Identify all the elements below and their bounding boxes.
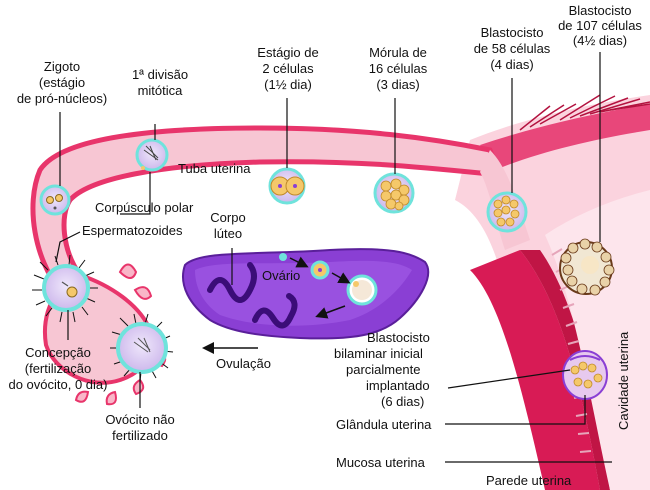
ovulated-follicle-shape xyxy=(252,293,298,329)
label-tube: Tuba uterina xyxy=(178,161,251,176)
first-division-cell xyxy=(135,138,169,172)
label-unfertilized-1: Ovócito não xyxy=(105,412,174,427)
label-sperm: Espermatozoides xyxy=(82,223,183,238)
unfertilized-oocyte xyxy=(110,313,174,383)
label-unfertilized-2: fertilizado xyxy=(112,428,168,443)
label-corpus-luteum-1: Corpo xyxy=(210,210,245,225)
label-morula-2: 16 células xyxy=(369,61,428,76)
label-two-cell-2: 2 células xyxy=(262,61,314,76)
label-zygote-2: (estágio xyxy=(39,75,85,90)
blastocyst-107-cells xyxy=(559,238,615,296)
label-ovulation: Ovulação xyxy=(216,356,271,371)
label-cavity: Cavidade uterina xyxy=(616,331,631,430)
label-corpus-luteum-2: lúteo xyxy=(214,226,242,241)
zygote-cell xyxy=(39,184,71,216)
label-two-cell-1: Estágio de xyxy=(257,45,318,60)
label-conception-2: (fertilização xyxy=(25,361,91,376)
label-blasto58-2: de 58 células xyxy=(474,41,551,56)
implanted-blastocyst xyxy=(562,350,608,400)
label-wall: Parede uterina xyxy=(486,473,572,488)
uterine-wall-muscle xyxy=(470,250,600,490)
label-blasto107-1: Blastocisto xyxy=(569,3,632,18)
label-mucosa: Mucosa uterina xyxy=(336,455,426,470)
labels: Zigoto (estágio de pró-núcleos) 1ª divis… xyxy=(8,3,642,488)
corpus-luteum-shape xyxy=(207,262,257,303)
label-implanted-5: (6 dias) xyxy=(381,394,424,409)
label-morula-1: Mórula de xyxy=(369,45,427,60)
label-blasto107-2: de 107 células xyxy=(558,18,642,33)
label-zygote-3: de pró-núcleos) xyxy=(17,91,107,106)
conception-oocyte xyxy=(32,254,98,323)
label-blasto107-3: (4½ dias) xyxy=(573,33,627,48)
label-implanted-3: parcialmente xyxy=(346,362,420,377)
morula-16-cells xyxy=(373,172,415,214)
label-blasto58-1: Blastocisto xyxy=(481,25,544,40)
two-cell-embryo xyxy=(268,167,306,205)
label-first-division-1: 1ª divisão xyxy=(132,67,188,82)
label-conception-1: Concepção xyxy=(25,345,91,360)
label-polar-body: Corpúsculo polar xyxy=(95,200,194,215)
label-conception-3: do ovócito, 0 dia) xyxy=(8,377,107,392)
small-follicle xyxy=(279,253,287,261)
label-gland: Glândula uterina xyxy=(336,417,432,432)
leader-lines xyxy=(55,52,612,463)
blastocyst-58-cells xyxy=(486,191,528,233)
label-zygote-1: Zigoto xyxy=(44,59,80,74)
label-implanted-1: Blastocisto xyxy=(367,330,430,345)
label-implanted-2: bilaminar inicial xyxy=(334,346,423,361)
label-two-cell-3: (1½ dia) xyxy=(264,77,312,92)
label-morula-3: (3 dias) xyxy=(376,77,419,92)
ovary xyxy=(182,248,430,340)
label-implanted-4: implantado xyxy=(366,378,430,393)
label-first-division-2: mitótica xyxy=(138,83,184,98)
label-blasto58-3: (4 dias) xyxy=(490,57,533,72)
label-ovary: Ovário xyxy=(262,268,300,283)
